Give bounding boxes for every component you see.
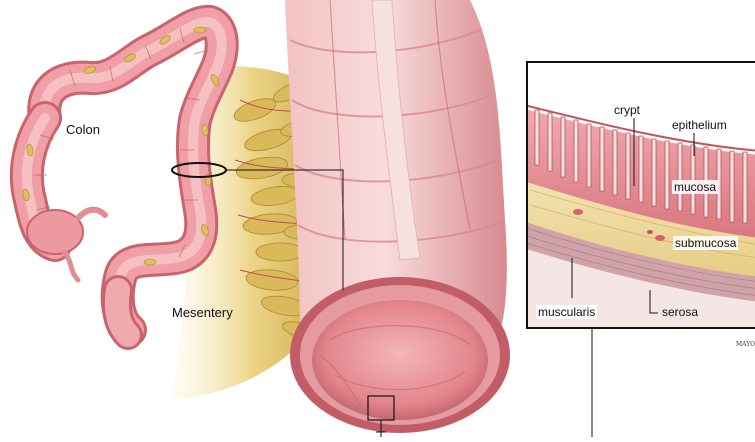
mesentery-label: Mesentery (172, 305, 233, 320)
muscularis-label: muscularis (536, 305, 597, 319)
crypt-label: crypt (614, 103, 640, 117)
colon-cross-section (285, 0, 510, 437)
colon-label: Colon (66, 122, 100, 137)
mayo-logo: MAYO (736, 342, 752, 348)
submucosa-label: submucosa (673, 236, 738, 250)
epithelium-label: epithelium (672, 118, 727, 132)
mucosa-label: mucosa (672, 180, 718, 194)
serosa-label: serosa (662, 305, 698, 319)
